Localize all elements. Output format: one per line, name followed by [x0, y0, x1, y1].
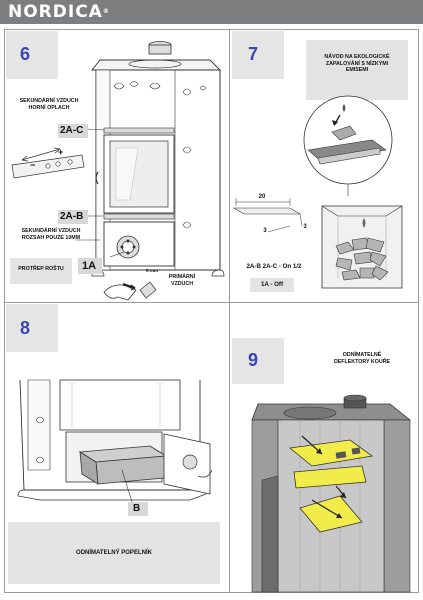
step-number-box-9: [232, 338, 284, 384]
mm-label: 5 mm: [145, 268, 158, 273]
step-number-7: 7: [248, 44, 259, 64]
ash-pan-caption-box: [8, 522, 220, 584]
tag-b-box: [128, 502, 148, 516]
registered-mark: ®: [102, 8, 110, 15]
primary-air-label: PRIMÁRNÍ VZDUCH: [168, 274, 196, 287]
step-number-box-6: [6, 31, 58, 79]
dim-3a: 3: [263, 228, 267, 234]
step-number-8: 8: [20, 318, 31, 338]
grate-label: PROTŘEP ROŠTU: [18, 266, 64, 272]
minus-sign: −: [30, 160, 36, 170]
setting-off: 1A - Off: [260, 281, 284, 288]
panel-divider-vertical: [229, 29, 230, 593]
step-number-6: 6: [20, 44, 31, 64]
ignition-title-box: [306, 40, 408, 100]
ignition-title: NÁVOD NA EKOLOGICKÉ ZAPALOVÁNÍ S NÍZKÝMI…: [324, 54, 390, 73]
secondary-range-label: SEKUNDÁRNÍ VZDUCH ROZSAH POUZE 10MM: [21, 228, 81, 241]
tag-1a-box: [78, 258, 102, 274]
dim-20: 20: [258, 194, 266, 200]
step-number-9: 9: [248, 350, 259, 370]
step-number-box-7: [232, 31, 284, 79]
step-number-box-8: [6, 304, 58, 352]
deflector-title: ODNÍMATELNÉ DEFLEKTORY KOUŘE: [333, 352, 391, 365]
grate-label-box: [10, 258, 72, 284]
tag-b: B: [133, 503, 141, 514]
brand-name: NORDICA: [8, 2, 103, 22]
tag-1a: 1A: [82, 260, 97, 272]
plus-sign: +: [58, 147, 64, 157]
dim-3b: 3: [303, 224, 307, 230]
setting-off-box: [250, 278, 294, 292]
tag-2ab: 2A-B: [60, 211, 84, 222]
header-bar: NORDICA®: [0, 0, 423, 24]
panel-divider-horizontal: [4, 302, 419, 303]
panel-grid-frame: [4, 29, 419, 593]
tag-2ab-box: [58, 210, 88, 224]
setting-on: 2A-B 2A-C - On 1/2: [246, 263, 302, 270]
upper-air-label: SEKUNDÁRNÍ VZDUCH HORNÍ OPLACH: [19, 98, 79, 111]
brand-logo: NORDICA®: [8, 3, 110, 21]
tag-2ac: 2A-C: [60, 125, 84, 136]
tag-2ac-box: [58, 124, 88, 138]
ash-pan-caption: ODNÍMATELNÝ POPELNÍK: [76, 550, 152, 556]
